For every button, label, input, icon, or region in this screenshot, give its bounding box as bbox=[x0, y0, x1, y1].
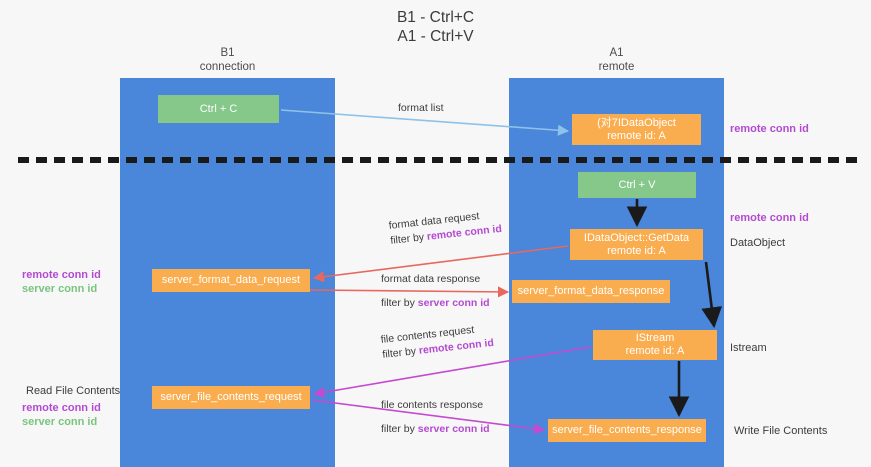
label-left-conn-ids-format: remote conn id server conn id bbox=[22, 268, 101, 296]
edge-label-file-contents-request: file contents request filter by remote c… bbox=[380, 321, 495, 363]
label-left-read-file-contents: Read File Contents bbox=[26, 385, 121, 397]
node-idataobject-getdata[interactable]: IDataObject::GetData remote id: A bbox=[570, 229, 703, 260]
lane-header-a1: A1 remote bbox=[509, 46, 724, 74]
node-ctrl-c[interactable]: Ctrl + C bbox=[158, 95, 279, 123]
node-istream-line2: remote id: A bbox=[625, 345, 685, 357]
label-right-remote-conn-id-top: remote conn id bbox=[730, 122, 809, 136]
node-getdata-line2: remote id: A bbox=[607, 244, 666, 257]
label-left-server-conn-id-1: server conn id bbox=[22, 283, 98, 295]
edge-label-format-list: format list bbox=[398, 102, 444, 114]
lane-header-a1-name: A1 bbox=[609, 47, 624, 59]
label-left-server-conn-id-2: server conn id bbox=[22, 416, 98, 428]
label-right-write-file-contents: Write File Contents bbox=[734, 425, 828, 437]
label-left-remote-conn-id-1: remote conn id bbox=[22, 269, 101, 281]
edge-label-format-data-request: format data request filter by remote con… bbox=[388, 207, 503, 249]
label-right-dataobject: DataObject bbox=[730, 237, 786, 249]
lane-header-a1-subtitle: remote bbox=[598, 61, 635, 73]
node-server-format-data-request[interactable]: server_format_data_request bbox=[152, 269, 310, 292]
node-istream-line1: IStream bbox=[635, 332, 675, 344]
edge-label-format-data-response-highlight: server conn id bbox=[417, 297, 490, 309]
node-istream[interactable]: IStream remote id: A bbox=[593, 330, 717, 360]
edge-label-format-data-response: format data response filter by server co… bbox=[381, 272, 490, 311]
node-idataobject[interactable]: (对7IDataObject remote id: A bbox=[572, 114, 701, 145]
node-idataobject-line2: remote id: A bbox=[607, 129, 666, 142]
node-server-file-contents-response-label: server_file_contents_response bbox=[552, 424, 702, 436]
edge-label-file-contents-response-prefix: filter by bbox=[381, 423, 418, 435]
label-right-remote-conn-id-mid: remote conn id bbox=[730, 211, 809, 225]
node-server-file-contents-request-label: server_file_contents_request bbox=[160, 391, 302, 403]
edge-label-format-data-response-prefix: filter by bbox=[381, 297, 418, 309]
edge-label-file-contents-response-line2: filter by server conn id bbox=[381, 422, 490, 437]
node-getdata-line1: IDataObject::GetData bbox=[583, 231, 690, 244]
node-ctrl-v[interactable]: Ctrl + V bbox=[578, 172, 696, 198]
node-server-format-data-response[interactable]: server_format_data_response bbox=[512, 280, 670, 303]
node-server-format-data-response-label: server_format_data_response bbox=[517, 285, 665, 297]
node-server-format-data-request-label: server_format_data_request bbox=[161, 274, 301, 286]
edge-label-file-contents-response-line1: file contents response bbox=[381, 399, 484, 411]
edge-label-file-contents-request-prefix: filter by bbox=[381, 344, 420, 361]
edge-label-format-data-request-prefix: filter by bbox=[389, 230, 428, 247]
label-left-remote-conn-id-2: remote conn id bbox=[22, 402, 101, 414]
node-ctrl-c-label: Ctrl + C bbox=[199, 102, 238, 115]
node-idataobject-line1: (对7IDataObject bbox=[597, 116, 676, 129]
edge-label-file-contents-response-highlight: server conn id bbox=[417, 423, 490, 435]
node-ctrl-v-label: Ctrl + V bbox=[618, 178, 656, 191]
label-left-conn-ids-file: remote conn id server conn id bbox=[22, 401, 101, 429]
lane-header-b1-subtitle: connection bbox=[199, 61, 256, 73]
edge-label-format-data-response-line2: filter by server conn id bbox=[381, 296, 490, 311]
lane-header-b1: B1 connection bbox=[120, 46, 335, 74]
label-right-remote-conn-id-top-text: remote conn id bbox=[730, 123, 809, 135]
diagram-title: B1 - Ctrl+C A1 - Ctrl+V bbox=[396, 9, 475, 45]
label-right-istream: Istream bbox=[730, 342, 767, 354]
label-right-remote-conn-id-mid-text: remote conn id bbox=[730, 212, 809, 224]
edge-label-format-data-response-line1: format data response bbox=[381, 273, 481, 285]
node-server-file-contents-response[interactable]: server_file_contents_response bbox=[548, 419, 706, 442]
lane-header-b1-name: B1 bbox=[220, 47, 235, 59]
edge-label-file-contents-response: file contents response filter by server … bbox=[381, 398, 490, 437]
node-server-file-contents-request[interactable]: server_file_contents_request bbox=[152, 386, 310, 409]
